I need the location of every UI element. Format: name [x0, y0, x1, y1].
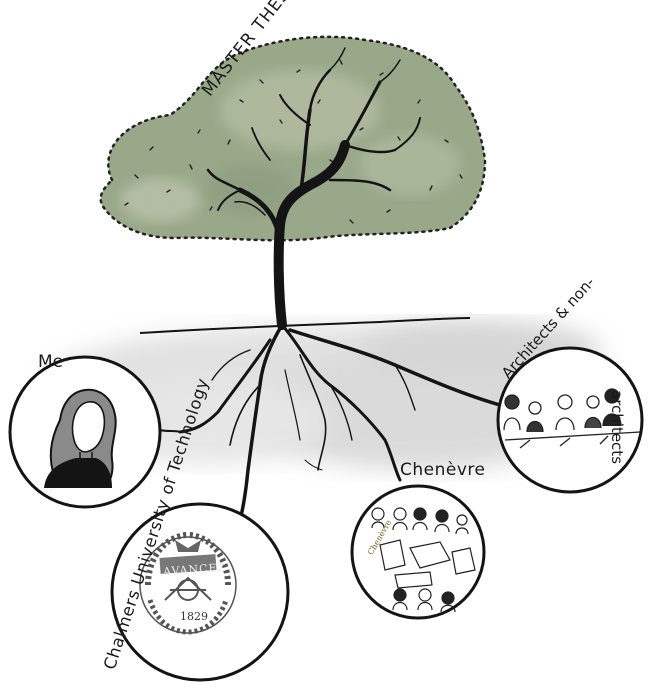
- architects-label-line2: architects: [608, 390, 626, 464]
- seal-year: 1829: [180, 610, 208, 623]
- me-label: Me: [38, 352, 63, 372]
- me-node: [10, 357, 160, 507]
- tree-foliage: [101, 37, 485, 240]
- chenevre-label: Chenèvre: [400, 460, 485, 480]
